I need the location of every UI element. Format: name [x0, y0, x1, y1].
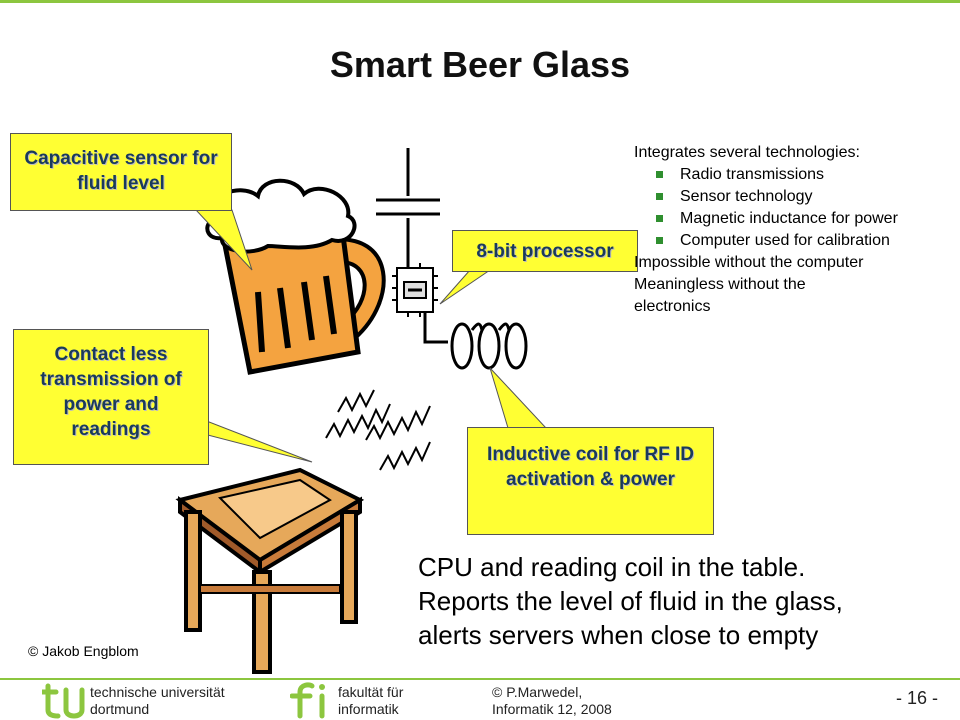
square-bullet-icon	[656, 171, 663, 178]
beer-mug-illustration	[205, 178, 386, 375]
square-bullet-icon	[656, 237, 663, 244]
info-line-meaningless: Meaningless without the electronics	[634, 276, 806, 315]
summary-line-3: alerts servers when close to empty	[418, 620, 819, 650]
page-number: - 16 -	[895, 688, 938, 708]
list-item: Radio transmissions	[634, 164, 954, 186]
list-item: Magnetic inductance for power	[634, 208, 954, 230]
list-item: Sensor technology	[634, 186, 954, 208]
callout-inductive-coil: Inductive coil for RF ID activation & po…	[467, 427, 714, 535]
capacitor-symbol	[376, 148, 440, 268]
image-copyright: © Jakob Engblom	[28, 643, 139, 659]
inductive-coil	[450, 322, 528, 370]
table-illustration	[175, 467, 365, 674]
square-bullet-icon	[656, 193, 663, 200]
summary-line-2: Reports the level of fluid in the glass,	[418, 586, 843, 616]
summary-text: CPU and reading coil in the table. Repor…	[418, 550, 958, 652]
technology-list: Radio transmissions Sensor technology Ma…	[634, 164, 954, 252]
technology-info: Integrates several technologies: Radio t…	[634, 142, 954, 318]
footer-divider	[0, 678, 960, 680]
callout-processor: 8-bit processor	[452, 230, 638, 272]
info-line-impossible: Impossible without the computer	[634, 254, 864, 271]
list-item: Computer used for calibration	[634, 230, 954, 252]
author-credit: © P.Marwedel, Informatik 12, 2008	[492, 684, 612, 717]
tu-logo	[42, 683, 85, 719]
summary-line-1: CPU and reading coil in the table.	[418, 552, 806, 582]
square-bullet-icon	[656, 215, 663, 222]
info-heading: Integrates several technologies:	[634, 144, 860, 161]
university-name: technische universität dortmund	[90, 684, 225, 717]
faculty-name: fakultät für informatik	[338, 684, 404, 717]
slide-title: Smart Beer Glass	[329, 44, 631, 85]
callout-contactless-transmission: Contact less transmission of power and r…	[13, 329, 209, 465]
wireless-waves	[325, 389, 431, 471]
callout-capacitive-sensor: Capacitive sensor for fluid level	[10, 133, 232, 211]
fi-logo	[290, 682, 325, 719]
processor-chip	[392, 263, 448, 344]
top-accent-line	[0, 0, 960, 3]
